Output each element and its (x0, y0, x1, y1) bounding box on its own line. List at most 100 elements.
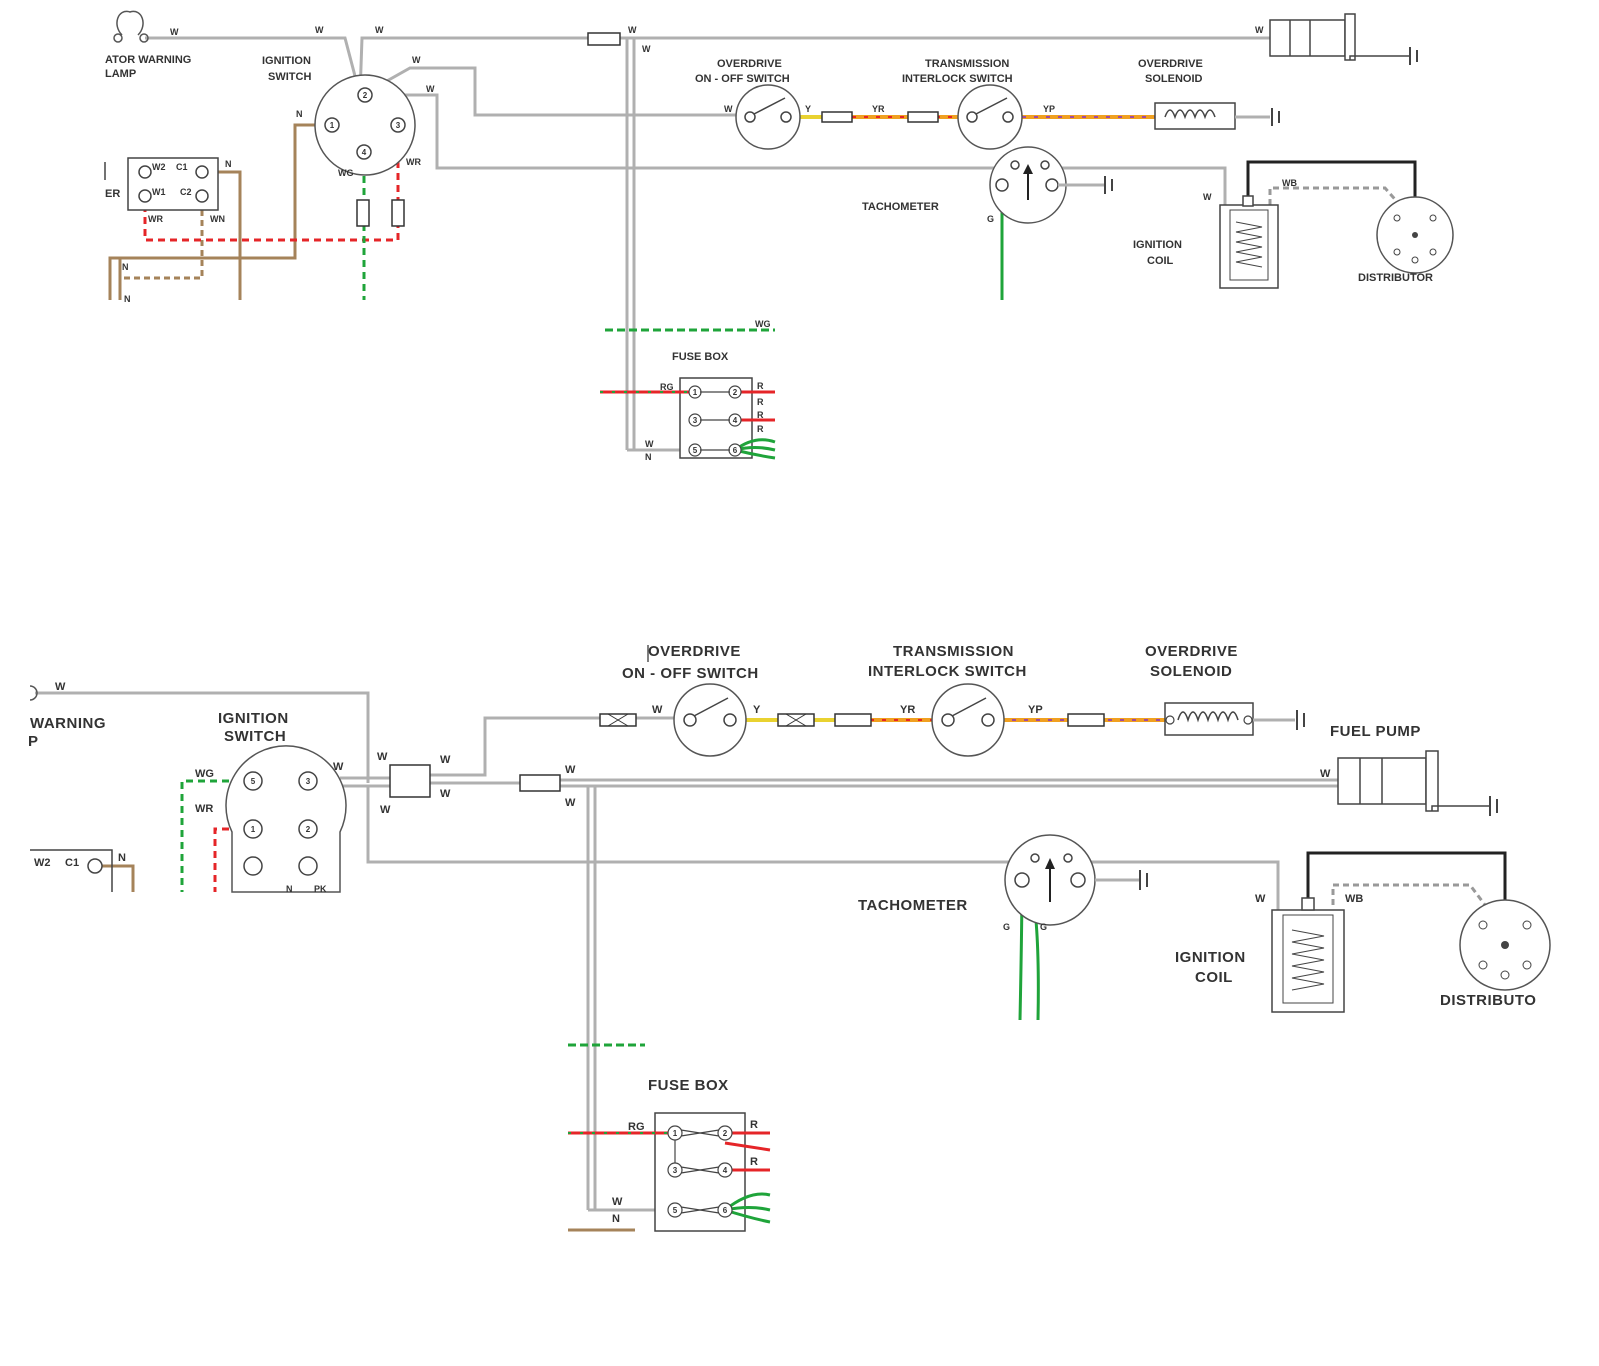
top-ignition-switch: 2 1 3 4 (314, 74, 416, 176)
top-code-w-fuse2: W (642, 44, 651, 54)
bottom-code-y: Y (753, 704, 761, 716)
top-ign-terminal-3: 3 (396, 121, 401, 130)
bottom-fuel-pump-label: FUEL PUMP (1330, 723, 1421, 740)
top-code-r-4: R (757, 424, 764, 434)
bottom-overdrive-solenoid (1164, 702, 1305, 736)
bottom-code-wr: WR (195, 803, 213, 815)
bottom-ign-terminal-1: 1 (251, 825, 256, 834)
top-wire-codes: W W W W W W W W W Y YR YP N WG WR N WR W… (122, 25, 1297, 462)
top-code-n-1: N (122, 262, 129, 272)
top-code-w-fusebox: W (645, 439, 654, 449)
bottom-interlock-switch-label-1: TRANSMISSION (893, 643, 1014, 660)
bottom-ignition-switch-label-1: IGNITION (218, 710, 289, 727)
top-overdrive-solenoid (1154, 102, 1280, 130)
bottom-overdrive-switch-label-2: ON - OFF SWITCH (622, 665, 759, 682)
bottom-fuse-t2: 2 (723, 1129, 728, 1138)
top-relay-c1: C1 (176, 162, 188, 172)
top-overdrive-solenoid-label-1: OVERDRIVE (1138, 58, 1203, 70)
bottom-code-w-fusebox: W (612, 1196, 623, 1208)
top-fuse-box-label: FUSE BOX (672, 351, 729, 363)
top-fuel-pump (1269, 13, 1418, 65)
bottom-overdrive-solenoid-label-2: SOLENOID (1150, 663, 1232, 680)
top-code-w-main: W (375, 25, 384, 35)
top-fuse-t4: 4 (733, 416, 738, 425)
top-code-w-fuse: W (628, 25, 637, 35)
bottom-ignition-coil (1271, 897, 1345, 1013)
top-relay (104, 157, 219, 211)
top-code-r-2: R (757, 397, 764, 407)
bottom-code-rg: RG (628, 1121, 645, 1133)
top-inline-fuse (587, 32, 621, 46)
top-code-n-fusebox: N (645, 452, 652, 462)
top-code-yp: YP (1043, 104, 1055, 114)
top-fuse-t1: 1 (693, 388, 698, 397)
top-fuse-t6: 6 (733, 446, 738, 455)
top-tachometer-label: TACHOMETER (862, 201, 939, 213)
bottom-wb-wire (1331, 883, 1487, 906)
bottom-connector-yp (1067, 713, 1105, 727)
top-code-y: Y (805, 104, 811, 114)
top-wb-wire (1268, 186, 1402, 206)
bottom-code-w-odsw: W (652, 704, 663, 716)
top-wn-wire (120, 200, 204, 280)
top-interlock-switch (957, 84, 1023, 150)
top-connector-yr (907, 111, 939, 123)
bottom-inline-fuse (519, 774, 561, 792)
bottom-connector-yr (834, 713, 872, 727)
bottom-fuse-t3: 3 (673, 1166, 678, 1175)
top-code-n-relay: N (225, 159, 232, 169)
top-ignition-coil-label-2: COIL (1147, 255, 1174, 267)
bottom-code-n-fusebox: N (612, 1213, 620, 1225)
bottom-warning-lamp-label-2: P (28, 733, 39, 750)
top-relay-c2: C2 (180, 187, 192, 197)
bottom-fuse-t1: 1 (673, 1129, 678, 1138)
bottom-ignition-switch: 5 3 1 2 (225, 745, 347, 893)
bottom-overdrive-switch-label-1: OVERDRIVE (648, 643, 741, 660)
bottom-overdrive-switch (647, 645, 747, 757)
bottom-fuel-pump (1337, 750, 1498, 816)
top-code-wg: WG (338, 168, 354, 178)
bottom-tachometer-label: TACHOMETER (858, 897, 968, 914)
top-code-w-ign: W (315, 25, 324, 35)
bottom-interlock-switch-label-2: INTERLOCK SWITCH (868, 663, 1027, 680)
bottom-interlock-switch (931, 683, 1005, 757)
top-fuse-box: 1 2 3 4 5 6 (600, 377, 776, 460)
top-code-w-coil: W (1203, 192, 1212, 202)
top-interlock-switch-label-1: TRANSMISSION (925, 58, 1009, 70)
bottom-code-r-2: R (750, 1156, 758, 1168)
bottom-code-g-1: G (1003, 922, 1010, 932)
top-fuse-t2: 2 (733, 388, 738, 397)
bottom-junction-block (389, 764, 431, 798)
top-relay-er: ER (105, 188, 120, 200)
bottom-ign-terminal-5: 5 (251, 777, 256, 786)
top-fuse-t5: 5 (693, 446, 698, 455)
top-ign-terminal-2: 2 (363, 91, 368, 100)
top-connector-wr (391, 199, 405, 227)
top-code-n-ign: N (296, 109, 303, 119)
top-code-yr: YR (872, 104, 885, 114)
bottom-warning-lamp-label-1: WARNING (30, 715, 106, 732)
top-distributor (1376, 196, 1454, 274)
bottom-ignition-coil-label-1: IGNITION (1175, 949, 1246, 966)
top-distributor-label: DISTRIBUTOR (1358, 272, 1433, 284)
top-ign-terminal-1: 1 (330, 121, 335, 130)
bottom-fuse-t4: 4 (723, 1166, 728, 1175)
top-code-r-3: R (757, 410, 764, 420)
top-warning-lamp-label-1: ATOR WARNING (105, 54, 191, 66)
bottom-relay-w2: W2 (34, 857, 51, 869)
top-code-wn: WN (210, 214, 225, 224)
top-tachometer (989, 146, 1113, 224)
top-code-g: G (987, 214, 994, 224)
top-connector-y (821, 111, 853, 123)
bottom-code-n-relay: N (118, 852, 126, 864)
bottom-code-yp: YP (1028, 704, 1043, 716)
bottom-tachometer (1004, 834, 1148, 926)
bottom-ign-terminal-3: 3 (306, 777, 311, 786)
bottom-fuse-t5: 5 (673, 1206, 678, 1215)
bottom-code-w-j3: W (440, 788, 451, 800)
top-code-wr: WR (406, 157, 421, 167)
top-code-w-od: W (412, 55, 421, 65)
top-code-n-2: N (124, 294, 131, 304)
bottom-code-n-ign: N (286, 884, 293, 894)
bottom-distributor-label: DISTRIBUTO (1440, 992, 1536, 1009)
